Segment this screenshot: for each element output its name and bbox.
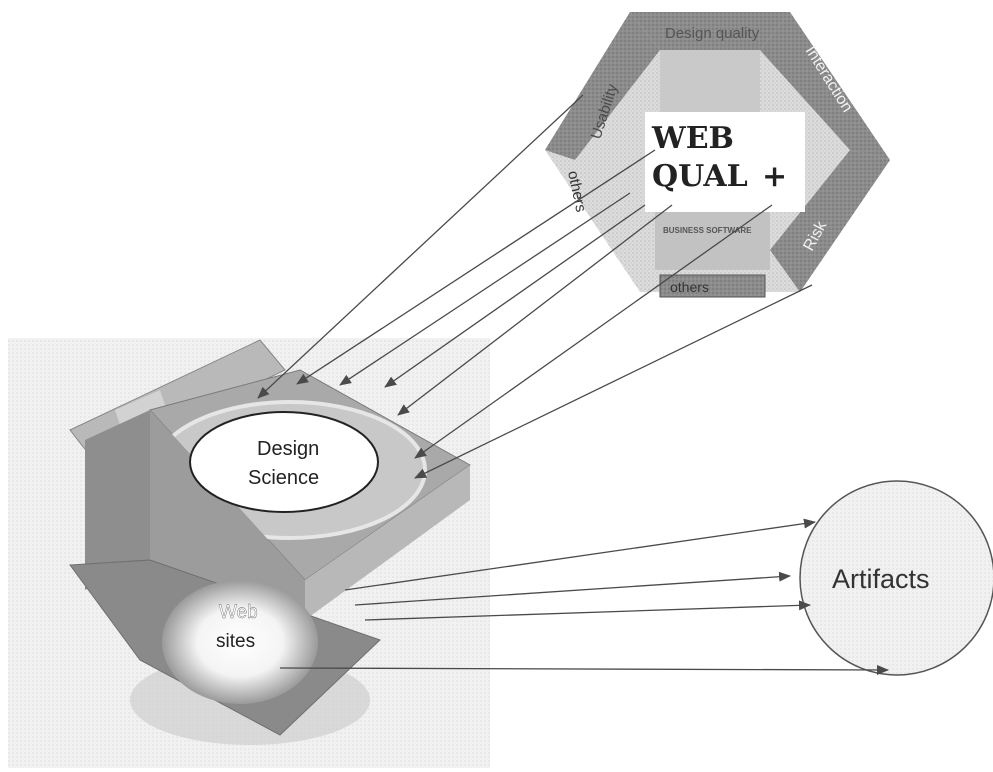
websites-label-line2: sites bbox=[216, 631, 255, 652]
design-science-label-line1: Design bbox=[257, 438, 319, 460]
webqual-plus: + bbox=[762, 159, 787, 194]
websites-label-line1: Web bbox=[219, 602, 258, 623]
arrow-qual-to-lens-3 bbox=[398, 205, 672, 415]
hex-label-design-quality: Design quality bbox=[665, 25, 760, 42]
arrow-qual-to-lens-2 bbox=[385, 205, 645, 387]
webqual-line1: WEB bbox=[651, 121, 734, 156]
arrow-plus-to-lens bbox=[415, 205, 772, 458]
design-science-ellipse bbox=[190, 412, 378, 512]
hex-label-others-bottom: others bbox=[670, 279, 709, 295]
hex-inner-box-text: BUSINESS SOFTWARE bbox=[663, 226, 752, 235]
artifacts-label: Artifacts bbox=[832, 564, 930, 594]
webqual-line2: QUAL bbox=[652, 159, 748, 194]
design-science-label-line2: Science bbox=[248, 467, 319, 489]
